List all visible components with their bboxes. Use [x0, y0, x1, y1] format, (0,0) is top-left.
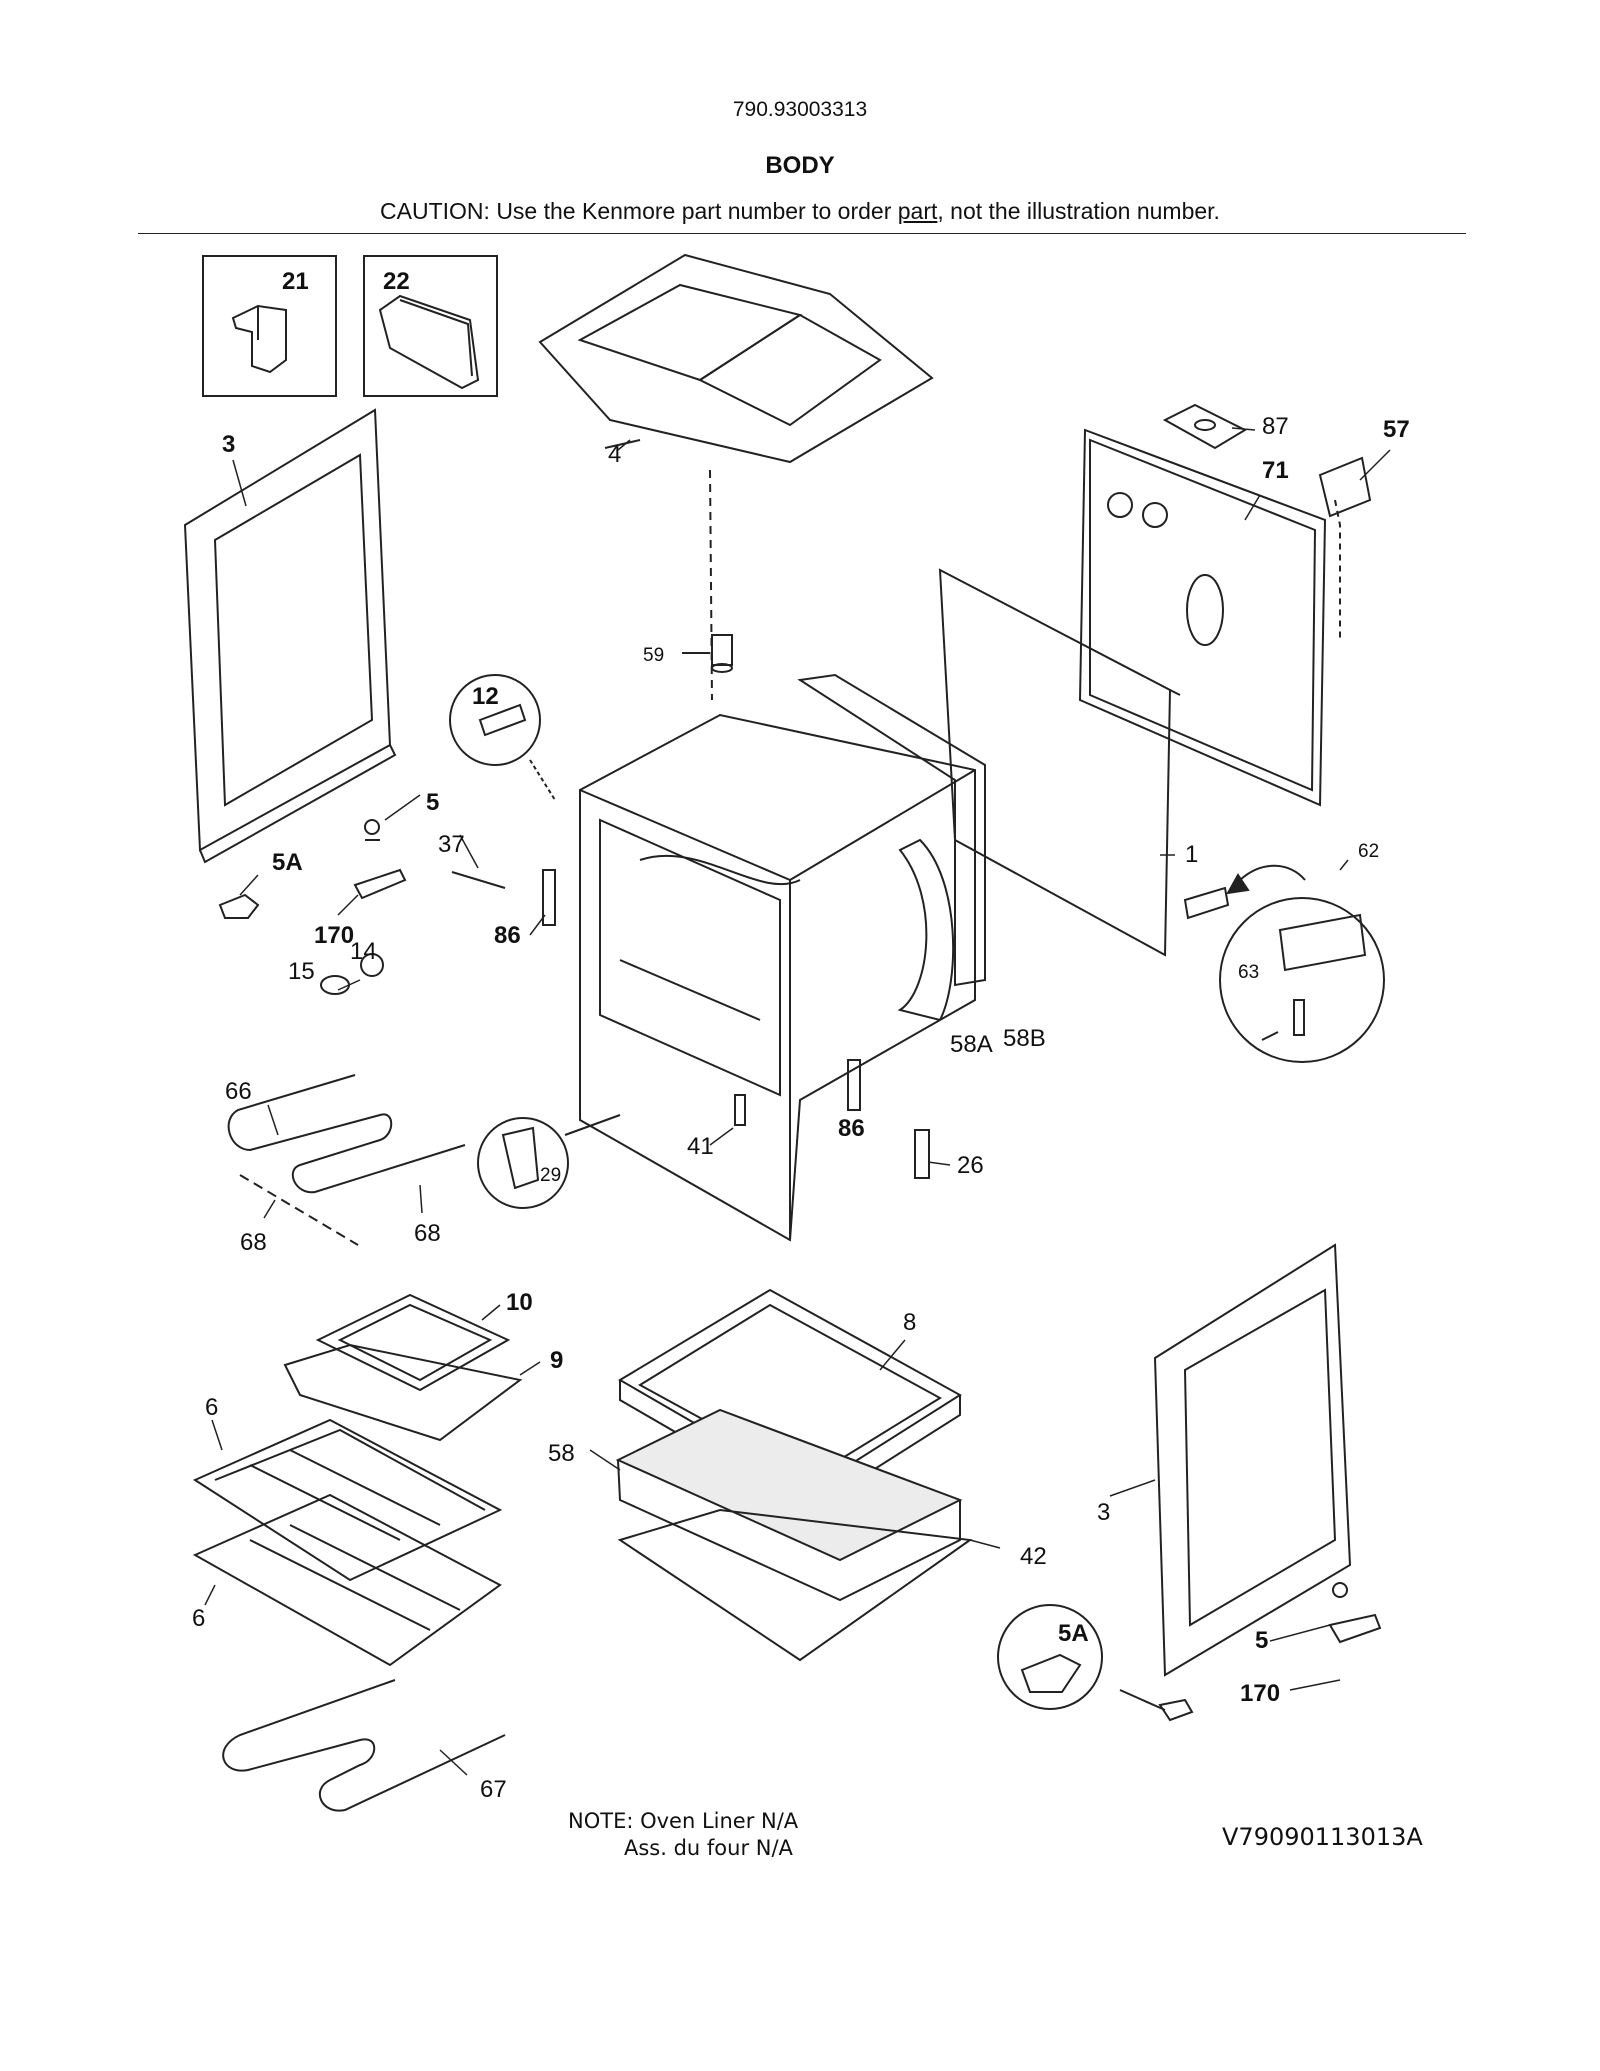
callout-87: 87 [1262, 413, 1289, 440]
callout-68-left: 68 [240, 1229, 267, 1256]
callout-42: 42 [1020, 1543, 1047, 1570]
callout-8: 8 [903, 1309, 916, 1336]
part-170-bracket-right [1328, 1613, 1382, 1644]
callout-86-upper: 86 [494, 922, 521, 949]
header-divider [138, 233, 1466, 234]
callout-5-right: 5 [1255, 1627, 1268, 1654]
part-6-oven-rack-upper [192, 1418, 503, 1582]
callout-86-lower: 86 [838, 1115, 865, 1142]
part-170-bracket-left [353, 868, 407, 900]
part-87-gasket [1162, 403, 1248, 450]
callout-37: 37 [438, 831, 465, 858]
part-86-hinge-receiver [542, 869, 861, 1111]
callout-58: 58 [548, 1440, 575, 1467]
part-5A-hinge-left [218, 893, 260, 919]
callout-6-lower: 6 [192, 1605, 205, 1632]
callout-170-right: 170 [1240, 1680, 1280, 1707]
part-3-right-side-panel [1153, 1243, 1352, 1677]
callout-62: 62 [1358, 841, 1379, 862]
callout-22: 22 [383, 268, 410, 295]
callout-14: 14 [350, 938, 377, 965]
callout-1: 1 [1185, 841, 1198, 868]
leader-lines [204, 427, 1391, 1776]
part-14-lamp-socket [360, 953, 384, 977]
part-71-rear-cover [1078, 428, 1327, 807]
part-12-detail-circle [449, 674, 556, 801]
callout-26: 26 [957, 1152, 984, 1179]
part-29-detail-circle [477, 1114, 621, 1209]
part-9-broil-pan [283, 1343, 523, 1442]
callout-63: 63 [1238, 962, 1259, 983]
part-10-broil-pan-insert [315, 1293, 511, 1392]
callout-15: 15 [288, 958, 315, 985]
part-15-bulb [320, 975, 350, 995]
callout-5-left: 5 [426, 789, 439, 816]
callout-3-left: 3 [222, 431, 235, 458]
part-5-screw-right [1332, 1582, 1348, 1598]
callout-29: 29 [540, 1165, 561, 1186]
caution-text: CAUTION: Use the Kenmore part number to … [0, 198, 1600, 225]
caution-suffix: , not the illustration number. [937, 198, 1220, 224]
part-26-hinge [914, 1129, 930, 1179]
note-oven-liner: NOTE: Oven Liner N/A [568, 1809, 799, 1833]
callout-3-right: 3 [1097, 1499, 1110, 1526]
part-5A-detail-circle [997, 1604, 1194, 1722]
model-number: 790.93003313 [732, 98, 868, 121]
inset-box-21 [202, 255, 337, 397]
part-37-wire [451, 871, 506, 889]
part-59-sensor [682, 634, 733, 673]
callout-68-right: 68 [414, 1220, 441, 1247]
callout-66: 66 [225, 1078, 252, 1105]
callout-12: 12 [472, 683, 499, 710]
section-title: BODY [765, 152, 835, 179]
part-41-bracket [734, 1094, 746, 1126]
callout-21: 21 [282, 268, 309, 295]
part-62-terminal-block [1183, 864, 1385, 1063]
callout-10: 10 [506, 1289, 533, 1316]
inset-box-22 [363, 255, 498, 397]
part-5-screw-left [364, 819, 380, 841]
callout-5A-left: 5A [272, 849, 303, 876]
callout-labels: 21 22 3 4 87 57 71 59 12 5 37 5A 170 86 … [192, 268, 1410, 1803]
oven-body-frame [579, 713, 976, 1242]
callout-67: 67 [480, 1776, 507, 1803]
part-4-top-panel [538, 253, 934, 701]
callout-6-upper: 6 [205, 1394, 218, 1421]
part-63-bracket [1261, 999, 1305, 1041]
part-3-left-side-panel [183, 408, 397, 864]
callout-41: 41 [687, 1133, 714, 1160]
callout-4: 4 [608, 441, 621, 468]
caution-part-link[interactable]: part [897, 198, 938, 224]
caution-prefix: CAUTION: Use the Kenmore part number to … [380, 198, 898, 224]
part-66-broil-element [227, 1074, 466, 1246]
part-57-cover [1318, 456, 1372, 640]
callout-58A: 58A [950, 1031, 993, 1058]
part-58-insulation-pad [615, 1408, 963, 1602]
diagram-code: V79090113013A [1222, 1823, 1423, 1851]
callout-57: 57 [1383, 416, 1410, 443]
part-67-bake-element [222, 1679, 506, 1812]
note-oven-liner-french: Ass. du four N/A [624, 1836, 793, 1860]
callout-58B: 58B [1003, 1025, 1046, 1052]
part-6-oven-rack-lower [192, 1493, 502, 1667]
part-1-back-panel [938, 568, 1181, 957]
callout-170-left: 170 [314, 922, 354, 949]
callout-71: 71 [1262, 457, 1289, 484]
callout-9: 9 [550, 1347, 563, 1374]
callout-59: 59 [643, 645, 664, 666]
part-58B-insulation [797, 673, 986, 1022]
callout-5A-right: 5A [1058, 1620, 1089, 1647]
